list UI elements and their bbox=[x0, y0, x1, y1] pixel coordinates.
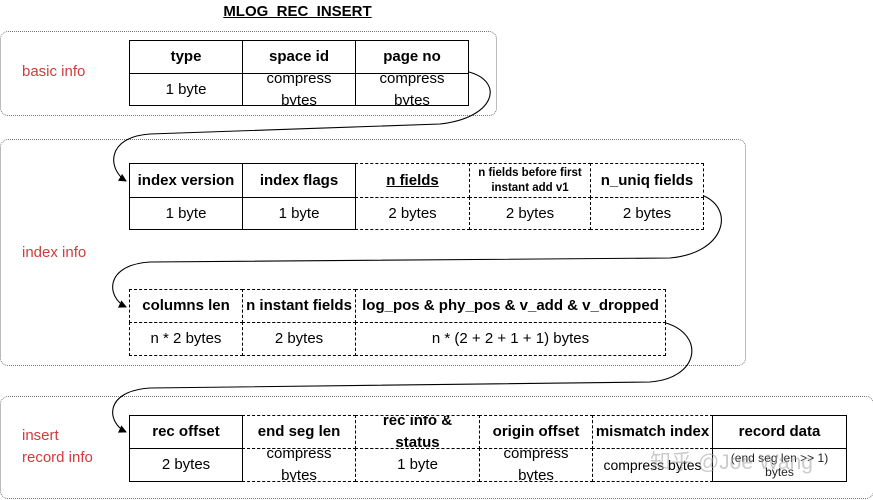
arrow-basic-to-index bbox=[113, 71, 491, 182]
cell-columns-len-header: columns len bbox=[129, 289, 243, 323]
label-basic-info: basic info bbox=[22, 63, 86, 80]
diagram-title: MLOG_REC_INSERT bbox=[223, 3, 372, 20]
cell-page-no-value: compress bytes bbox=[355, 73, 469, 106]
label-index-info: index info bbox=[22, 244, 87, 261]
cell-index-flags-header: index flags bbox=[242, 163, 356, 198]
watermark: 知乎 @Joe Wang bbox=[650, 451, 813, 474]
cell-index-flags-value: 1 byte bbox=[242, 197, 356, 230]
cell-n-uniq-fields-value: 2 bytes bbox=[590, 197, 704, 230]
cell-page-no-header: page no bbox=[355, 40, 469, 74]
arrow-index-row1-to-row2 bbox=[112, 195, 722, 308]
section-index-info bbox=[0, 139, 746, 366]
cell-rec-info-status-value: 1 byte bbox=[355, 448, 480, 482]
cell-log-pos-value: n * (2 + 2 + 1 + 1) bytes bbox=[355, 322, 666, 356]
cell-end-seg-len-header: end seg len bbox=[242, 415, 356, 449]
cell-space-id-value: compress bytes bbox=[242, 73, 356, 106]
section-basic-info bbox=[0, 31, 497, 116]
cell-mismatch-index-value: compress bytes bbox=[592, 448, 713, 482]
cell-origin-offset-value: compress bytes bbox=[479, 448, 593, 482]
arrow-index-to-record bbox=[112, 322, 693, 433]
section-insert-record-info bbox=[0, 396, 873, 499]
cell-columns-len-value: n * 2 bytes bbox=[129, 322, 243, 356]
cell-record-data-value: (end seg len >> 1) bytes bbox=[712, 448, 847, 482]
label-insert-record-info: insert record info bbox=[22, 427, 93, 466]
